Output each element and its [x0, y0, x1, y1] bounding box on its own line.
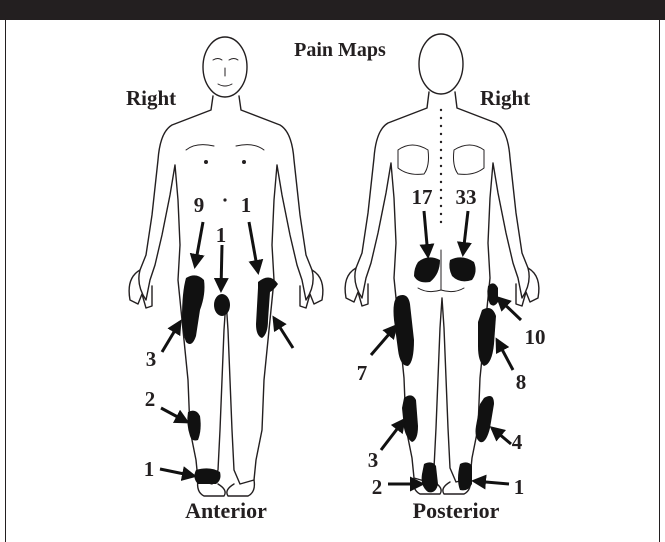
anterior-label: 9: [194, 193, 205, 217]
pain-area: [458, 462, 472, 490]
pain-arrow: [195, 222, 203, 266]
anterior-side-label: Right: [126, 86, 176, 110]
posterior-side-label: Right: [480, 86, 530, 110]
posterior-caption: Posterior: [413, 498, 500, 523]
anterior-label: 3: [146, 347, 157, 371]
pain-arrow: [424, 211, 428, 256]
pain-arrow: [498, 298, 521, 320]
pain-arrow: [162, 322, 180, 352]
pain-area: [449, 257, 475, 281]
posterior-label: 10: [525, 325, 546, 349]
pain-arrow: [463, 211, 468, 254]
posterior-label: 17: [412, 185, 433, 209]
anterior-label: 1: [241, 193, 252, 217]
pain-arrow: [161, 408, 187, 422]
pain-area: [187, 411, 200, 441]
pain-arrow: [221, 245, 222, 290]
posterior-label: 2: [372, 475, 383, 499]
pain-area: [422, 462, 438, 492]
pain-area: [194, 468, 220, 484]
anterior-label: 1: [144, 457, 155, 481]
pain-arrow: [274, 318, 293, 348]
anterior-caption: Anterior: [185, 498, 267, 523]
anterior-label: 1: [216, 223, 227, 247]
pain-arrow: [492, 428, 511, 444]
posterior-label: 7: [357, 361, 368, 385]
pain-area: [476, 396, 495, 442]
pain-arrow: [160, 469, 194, 476]
pain-arrow: [474, 481, 509, 484]
pain-arrow: [497, 340, 513, 370]
posterior-label: 33: [456, 185, 477, 209]
pain-area: [478, 308, 496, 366]
posterior-label: 3: [368, 448, 379, 472]
pain-area: [487, 283, 498, 305]
posterior-arrows: [371, 211, 521, 484]
figure-title: Pain Maps: [294, 39, 386, 61]
pain-area: [394, 295, 415, 366]
pain-arrow: [249, 222, 258, 272]
pain-area: [414, 257, 440, 282]
pain-arrow: [371, 326, 396, 355]
posterior-label: 8: [516, 370, 527, 394]
anterior-label: 2: [145, 387, 156, 411]
posterior-label: 4: [512, 430, 523, 454]
pain-arrow: [381, 420, 404, 450]
pain-area: [402, 395, 418, 442]
pain-area: [256, 277, 278, 338]
pain-area: [182, 275, 205, 344]
posterior-label: 1: [514, 475, 525, 499]
pain-area: [214, 294, 230, 316]
